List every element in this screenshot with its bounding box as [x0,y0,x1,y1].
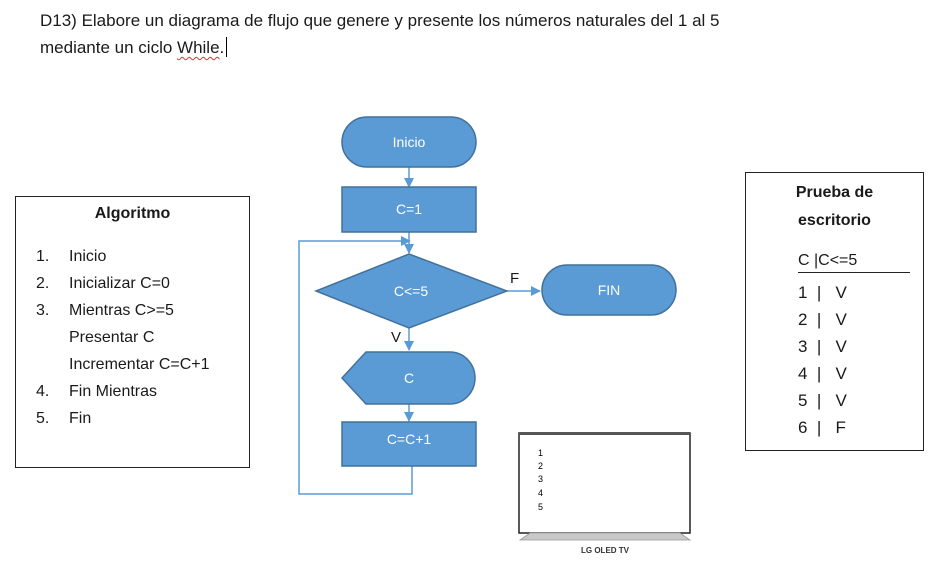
step-text: Fin [69,410,92,427]
init-process: C=1 [341,186,477,233]
tv-brand-logo: LG OLED TV [581,546,630,555]
prueba-row: 1 | V [798,283,847,302]
algoritmo-step: 2. Inicializar C=0 [16,270,249,297]
inicio-terminator: Inicio [341,116,477,168]
fin-label: FIN [598,282,621,298]
algoritmo-step: 4. Fin Mientras [16,378,249,405]
prueba-table-rows: 1 | V 2 | V 3 | V 4 | V 5 | V 6 | F [798,279,847,441]
algoritmo-box: Algoritmo 1. Inicio 2. Inicializar C=0 3. M… [15,196,250,468]
tv-screen-line: 5 [538,502,543,512]
algoritmo-step: 3. Mientras C>=5 [16,297,249,324]
algoritmo-step: 1. Inicio [16,243,249,270]
exercise-title: D13) Elabore un diagrama de flujo que ge… [40,7,920,61]
title-line-2: mediante un ciclo While. [40,34,920,61]
prueba-heading: Prueba de escritorio [746,179,923,235]
tv-screen-line: 1 [538,448,543,458]
algoritmo-heading: Algoritmo [94,205,171,222]
tv-screen-line: 3 [538,474,543,484]
prueba-row: 3 | V [798,337,847,356]
step-number: 2. [36,275,50,292]
step-number: 5. [36,410,50,427]
display-output: C [340,351,476,405]
increment-label: C=C+1 [387,431,432,447]
title-while-word: While [177,38,220,57]
prueba-heading-line-2: escritorio [798,212,871,229]
step-number: 3. [36,302,50,319]
init-label: C=1 [396,201,422,217]
tv-screen-line: 2 [538,461,543,471]
increment-process: C=C+1 [341,421,477,467]
true-branch-label: V [391,329,401,346]
inicio-label: Inicio [393,134,426,150]
condition-label: C<=5 [394,283,428,299]
step-text: Mientras C>=5 [69,302,174,319]
step-text: Inicializar C=0 [69,275,170,292]
display-label: C [404,370,414,386]
prueba-row: 4 | V [798,364,847,383]
step-text: Fin Mientras [69,383,158,400]
tv-screen-line: 4 [538,488,543,498]
prueba-row: 6 | F [798,418,846,437]
tv-screen [518,432,691,534]
fin-terminator: FIN [541,264,677,316]
text-cursor [226,37,228,57]
step-number: 1. [36,248,50,265]
title-line-2-pre: mediante un ciclo [40,38,178,57]
prueba-row: 2 | V [798,310,847,329]
algoritmo-steps: 1. Inicio 2. Inicializar C=0 3. Mientras C>… [16,243,249,432]
tv-illustration: 1 2 3 4 5 LG OLED TV [518,432,692,555]
prueba-row: 5 | V [798,391,847,410]
title-line-2-post: . [219,38,225,57]
step-text: Inicio [69,248,107,265]
tv-stand [518,532,692,541]
prueba-heading-line-1: Prueba de [795,184,874,201]
algoritmo-step: Incrementar C=C+1 [16,351,249,378]
step-text: Presentar C [69,329,155,346]
step-text: Incrementar C=C+1 [69,356,210,373]
prueba-escritorio-box: Prueba de escritorio C |C<=5 1 | V 2 | V… [745,172,924,451]
false-branch-label: F [510,270,519,287]
loop-back-arrow [298,236,413,495]
condition-decision: C<=5 [313,253,510,329]
step-number: 4. [36,383,50,400]
title-line-1: D13) Elabore un diagrama de flujo que ge… [40,11,720,30]
algoritmo-step: 5. Fin [16,405,249,432]
algoritmo-step: Presentar C [16,324,249,351]
prueba-table-header: C |C<=5 [798,252,910,273]
